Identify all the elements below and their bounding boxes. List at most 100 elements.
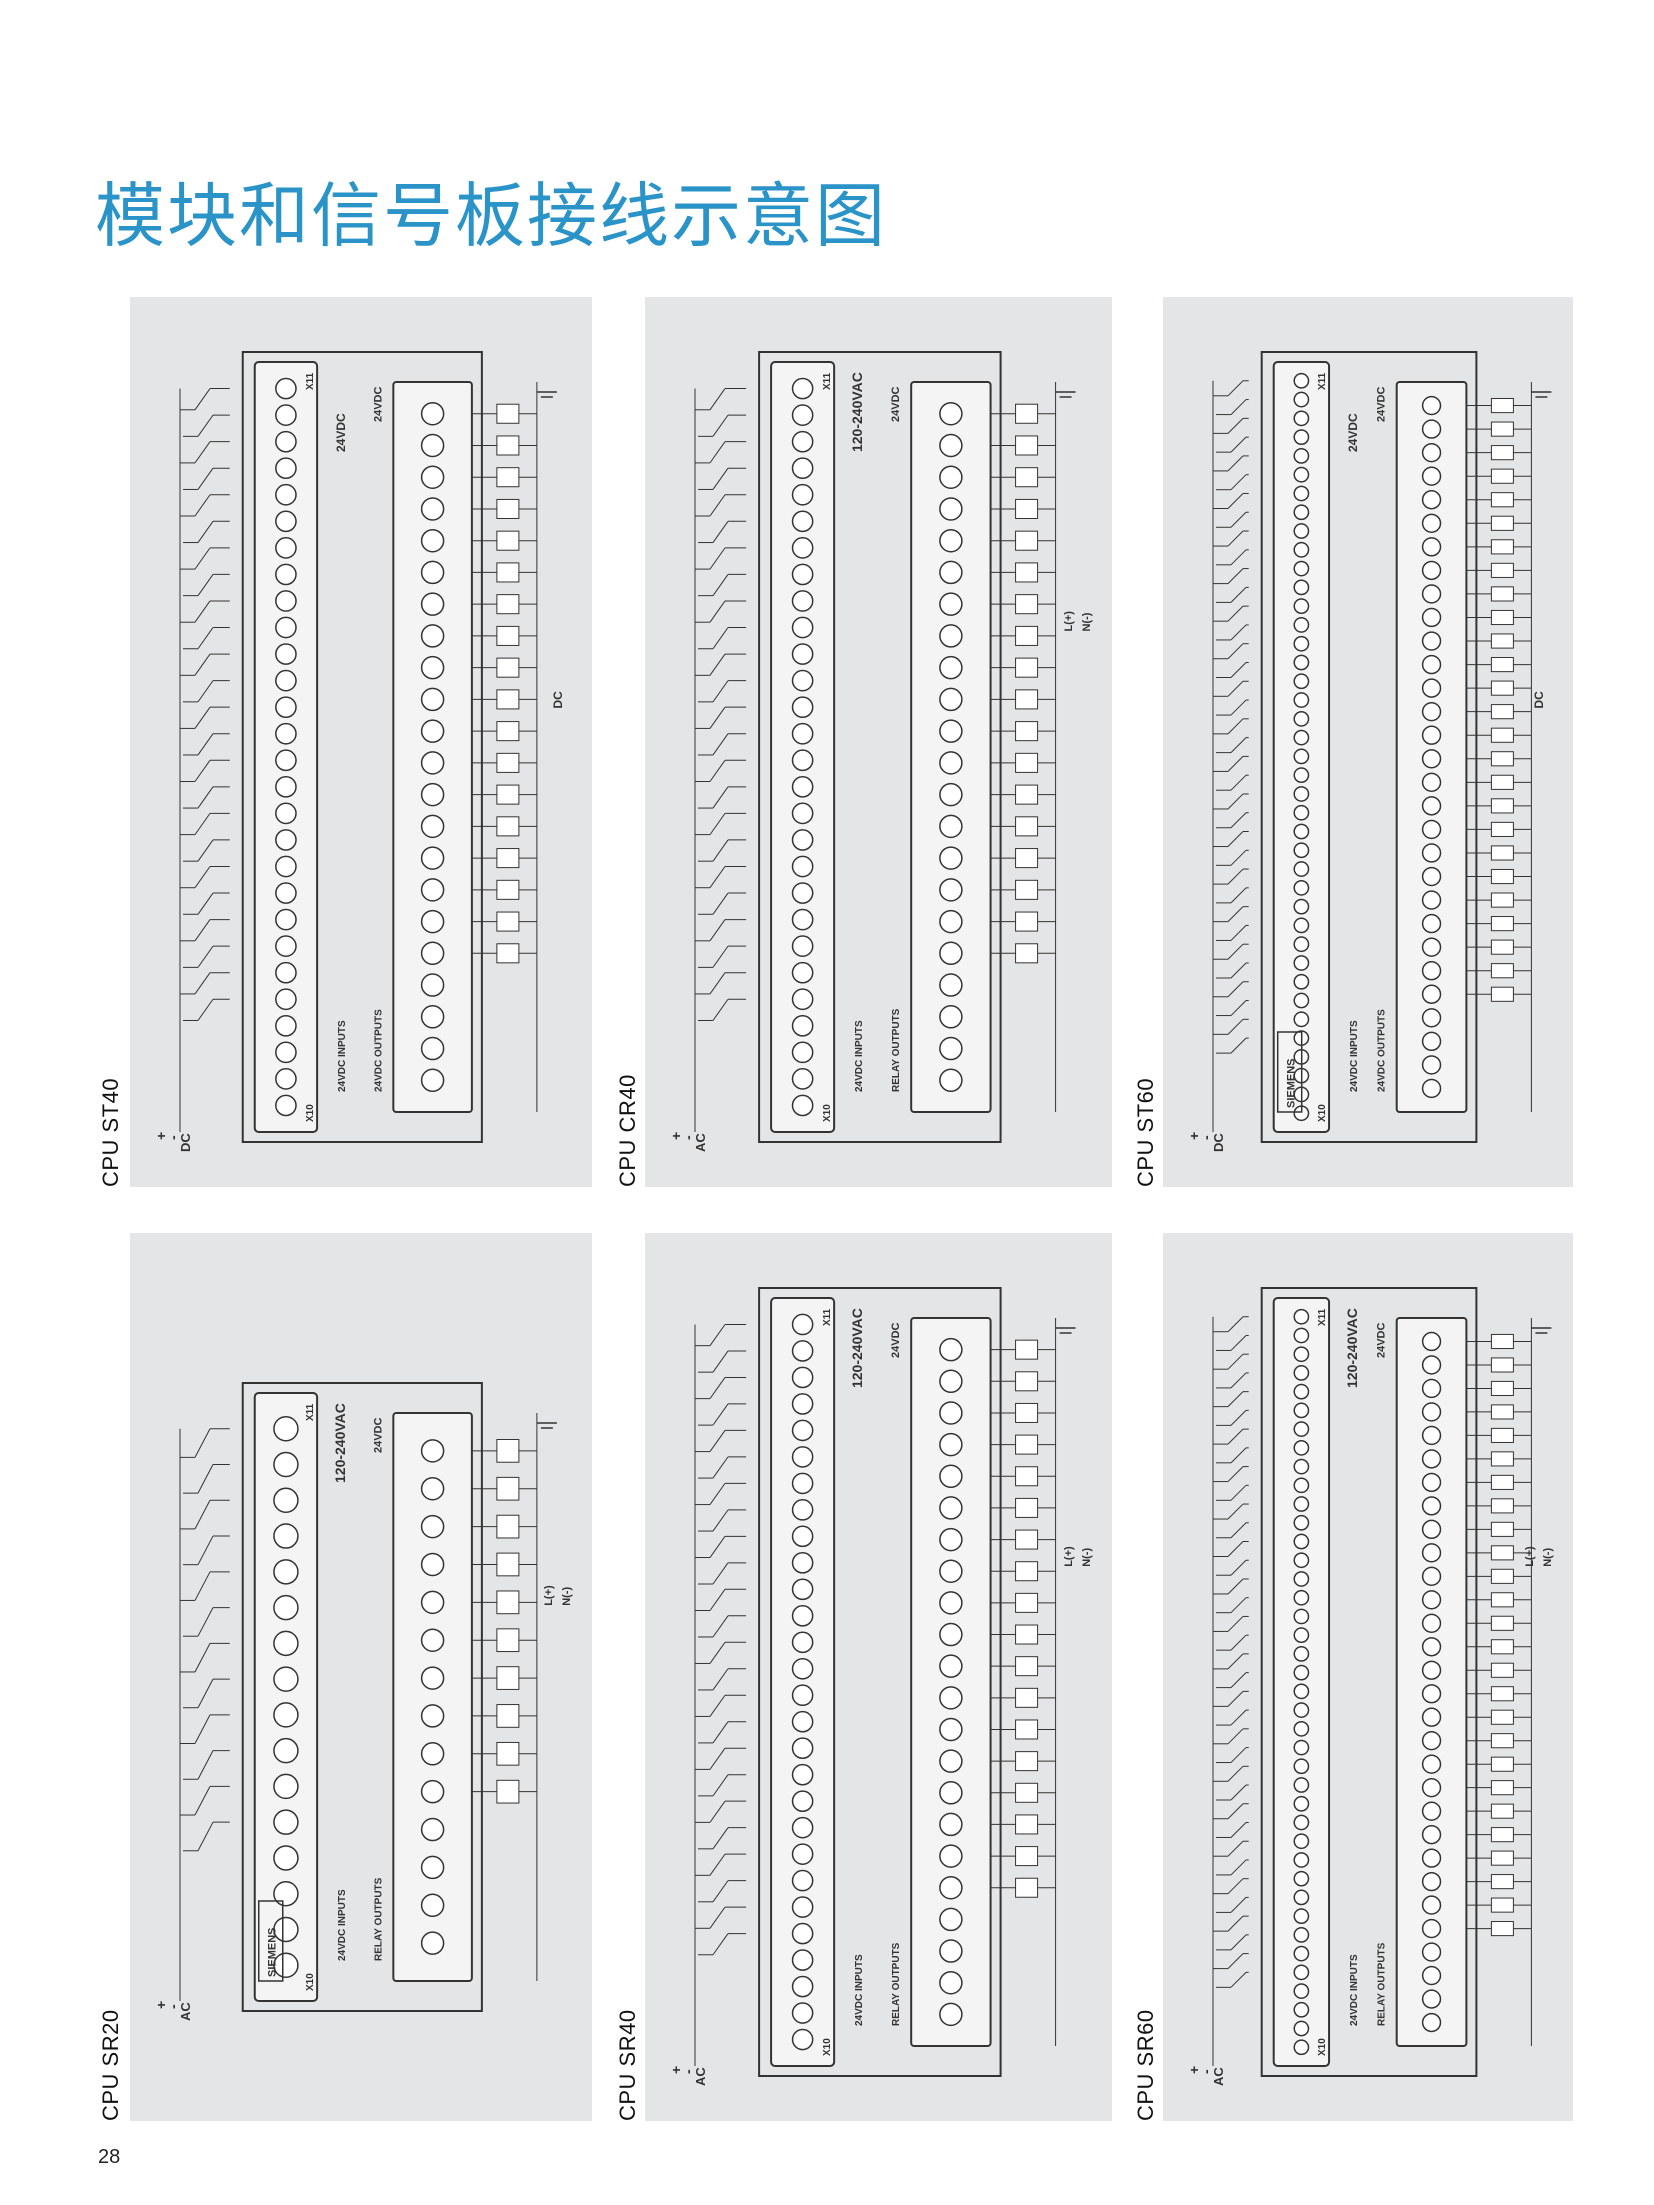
input-switch: [709, 1483, 726, 1505]
output-terminal: [939, 1970, 963, 1995]
page-title: 模块和信号板接线示意图: [95, 175, 887, 257]
input-terminal: [1293, 692, 1310, 708]
load-symbol: [1015, 1814, 1039, 1835]
power-type-label: AC: [178, 2002, 193, 2021]
load-symbol: [1015, 1592, 1039, 1613]
load-symbol: [496, 530, 520, 551]
input-terminal: [1293, 842, 1310, 859]
input-terminal: [791, 377, 814, 400]
output-terminal: [420, 1628, 445, 1652]
output-group-label: RELAY OUTPUTS: [891, 1008, 902, 1092]
input-switch: [1227, 1428, 1244, 1445]
input-terminal: [273, 1523, 299, 1549]
input-switch: [1230, 1335, 1247, 1351]
input-switch: [709, 1377, 726, 1399]
input-terminal: [273, 1845, 299, 1871]
input-terminal: [1293, 560, 1310, 577]
input-switch: [1227, 380, 1244, 397]
input-terminal: [273, 1451, 299, 1478]
input-terminal: [1293, 1795, 1310, 1812]
output-terminal: [420, 878, 445, 902]
input-terminal: [791, 1014, 814, 1037]
input-terminal: [275, 1068, 297, 1090]
input-switch: [709, 600, 726, 623]
input-terminal: [1293, 879, 1310, 896]
output-terminal: [420, 1666, 445, 1690]
input-terminal: [1293, 673, 1310, 690]
input-group-label: 24VDC INPUTS: [854, 1954, 865, 2026]
supply-voltage-label: 120-240VAC: [1344, 1308, 1360, 1388]
input-terminal: [275, 775, 297, 798]
input-switch: [709, 1536, 726, 1558]
load-symbol: [1490, 421, 1514, 437]
input-terminal: [1293, 1945, 1310, 1962]
output-terminal-block: [1395, 381, 1468, 1113]
input-switch: [709, 653, 726, 676]
output-terminal: [1421, 1895, 1442, 1915]
load-symbol: [496, 752, 520, 773]
load-symbol: [1490, 539, 1514, 555]
load-symbol: [496, 1590, 520, 1615]
input-switch: [712, 1668, 729, 1691]
input-switch: [1227, 1691, 1244, 1707]
input-terminal-block: [253, 361, 319, 1133]
load-symbol: [1490, 1733, 1514, 1749]
connector-x11-label: X11: [822, 1308, 833, 1326]
input-terminal: [1293, 767, 1310, 784]
output-terminal: [420, 1005, 445, 1029]
load-symbol: [1490, 916, 1514, 932]
supply-voltage-label: 120-240VAC: [332, 1403, 348, 1483]
output-terminal: [939, 941, 963, 966]
output-terminal: [1421, 890, 1442, 910]
input-terminal: [1293, 1533, 1310, 1550]
power-plus-label: +: [153, 2001, 169, 2009]
input-switch: [1230, 1709, 1247, 1726]
input-switch: [1230, 737, 1247, 753]
output-terminal: [1421, 513, 1442, 533]
output-terminal: [939, 814, 963, 839]
load-symbol: [1015, 1656, 1039, 1677]
input-switch: [1230, 1859, 1247, 1876]
output-terminal-block: [1395, 1317, 1468, 2047]
connector-x10-label: X10: [822, 2038, 833, 2056]
input-terminal: [791, 1393, 814, 1415]
load-symbol: [1490, 751, 1514, 767]
input-terminal: [273, 1952, 299, 1978]
input-switch: [1230, 587, 1247, 603]
power-type-label: AC: [1211, 2067, 1226, 2086]
output-terminal: [939, 592, 963, 616]
input-terminal: [1293, 992, 1310, 1009]
input-switch: [712, 892, 729, 915]
load-symbol: [1015, 625, 1039, 646]
output-terminal: [939, 1781, 963, 1805]
output-terminal: [1421, 537, 1442, 557]
input-terminal: [791, 696, 814, 719]
page-number: 28: [98, 2146, 121, 2168]
load-symbol: [1490, 468, 1514, 484]
load-symbol: [496, 594, 520, 615]
output-terminal: [420, 497, 445, 521]
input-switch: [194, 1786, 211, 1816]
load-symbol: [1490, 1592, 1514, 1608]
input-terminal: [273, 1416, 299, 1442]
load-symbol: [1015, 1371, 1039, 1392]
output-terminal: [420, 846, 445, 870]
input-switch: [709, 1589, 726, 1611]
input-terminal: [275, 855, 297, 878]
input-switch: [197, 892, 214, 915]
input-switch: [1230, 662, 1247, 678]
load-symbol: [1015, 1687, 1039, 1708]
output-terminal: [1421, 725, 1442, 745]
load-symbol: [1490, 1545, 1514, 1561]
input-switch: [709, 1694, 726, 1717]
input-terminal: [275, 1041, 297, 1064]
output-terminal: [1421, 1378, 1442, 1399]
input-switch: [1227, 1653, 1244, 1670]
power-minus-label: -: [680, 1135, 696, 1140]
input-switch: [194, 866, 211, 889]
load-symbol: [1015, 1529, 1039, 1550]
input-switch: [197, 1678, 214, 1708]
output-terminal: [939, 1559, 963, 1583]
load-symbol: [496, 1476, 520, 1501]
